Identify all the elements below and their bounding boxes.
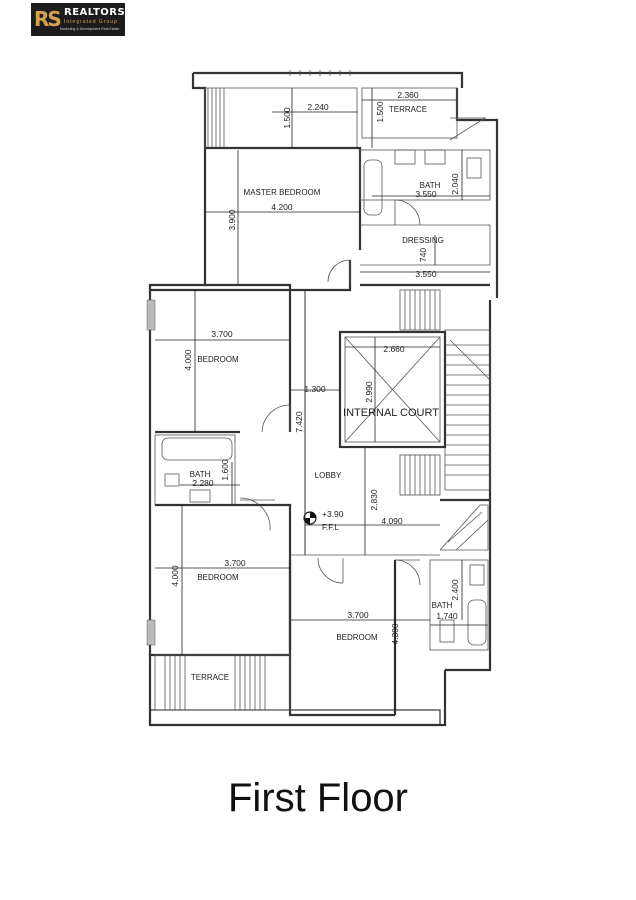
room-label-lobby: LOBBY [315, 471, 342, 480]
dimension-label: 4.000 [170, 565, 180, 587]
bath-right-area [429, 559, 489, 651]
room-label-bath-left: BATH [190, 470, 211, 479]
dimension-label: 1.600 [220, 459, 230, 481]
dimension-label: 2.400 [450, 579, 460, 601]
dimension-label: 1.740 [436, 611, 458, 621]
dimension-label: 3.700 [224, 558, 246, 568]
dimension-label: 2.240 [307, 102, 329, 112]
dimension-label: 2.280 [192, 478, 214, 488]
dimension-label: 4.200 [271, 202, 293, 212]
dimension-label: 2.830 [369, 489, 379, 511]
dimension-label: 3.550 [415, 189, 437, 199]
room-label-bath-master: BATH [420, 181, 441, 190]
dimension-label: 7.420 [294, 411, 304, 433]
dimension-label: 2.040 [450, 173, 460, 195]
room-label-terrace-bottom: TERRACE [191, 673, 229, 682]
bath-left-area [154, 434, 275, 531]
dimension-label: 3.550 [415, 269, 437, 279]
dimension-label: 1.500 [375, 101, 385, 123]
master-bath-dressing [359, 117, 491, 287]
terrace-bottom-area [154, 654, 291, 711]
brand-mark: RS [34, 7, 62, 31]
dimension-label: 4.090 [381, 516, 403, 526]
dimension-label: 2.990 [364, 381, 374, 403]
dimension-label: 1.300 [304, 384, 326, 394]
dimension-label: 2.360 [397, 90, 419, 100]
dimension-label: 3.700 [211, 329, 233, 339]
dimension-label: 3.900 [227, 209, 237, 231]
room-label-master-bedroom: MASTER BEDROOM [244, 188, 321, 197]
level-mark: +3.90 [322, 509, 344, 519]
dimension-label: 2.660 [383, 344, 405, 354]
brand-tagline: Marketing & Development Real Estate [60, 27, 120, 31]
dimension-label: 1.500 [282, 107, 292, 129]
level-note: F.F.L [322, 523, 339, 532]
dimension-label: 4.300 [390, 623, 400, 645]
room-label-terrace-top: TERRACE [389, 105, 427, 114]
dimension-label: 4.000 [183, 349, 193, 371]
room-label-bedroom-3: BEDROOM [336, 633, 378, 642]
room-label-bedroom-1: BEDROOM [197, 355, 239, 364]
room-label-dressing: DRESSING [402, 236, 444, 245]
internal-court [338, 330, 447, 449]
room-label-bedroom-2: BEDROOM [197, 573, 239, 582]
brand-name: REALTORS [64, 7, 126, 18]
page-title: First Floor [228, 776, 408, 820]
dimension-label: 740 [418, 248, 428, 262]
room-label-bath-right: BATH [432, 601, 453, 610]
room-label-internal-court: INTERNAL COURT [343, 407, 439, 419]
brand-subtitle: Integrated Group [64, 19, 118, 25]
dimension-label: 3.700 [347, 610, 369, 620]
brand-logo: RS REALTORS Integrated Group Marketing &… [31, 3, 125, 36]
dimension-lines [155, 88, 490, 715]
